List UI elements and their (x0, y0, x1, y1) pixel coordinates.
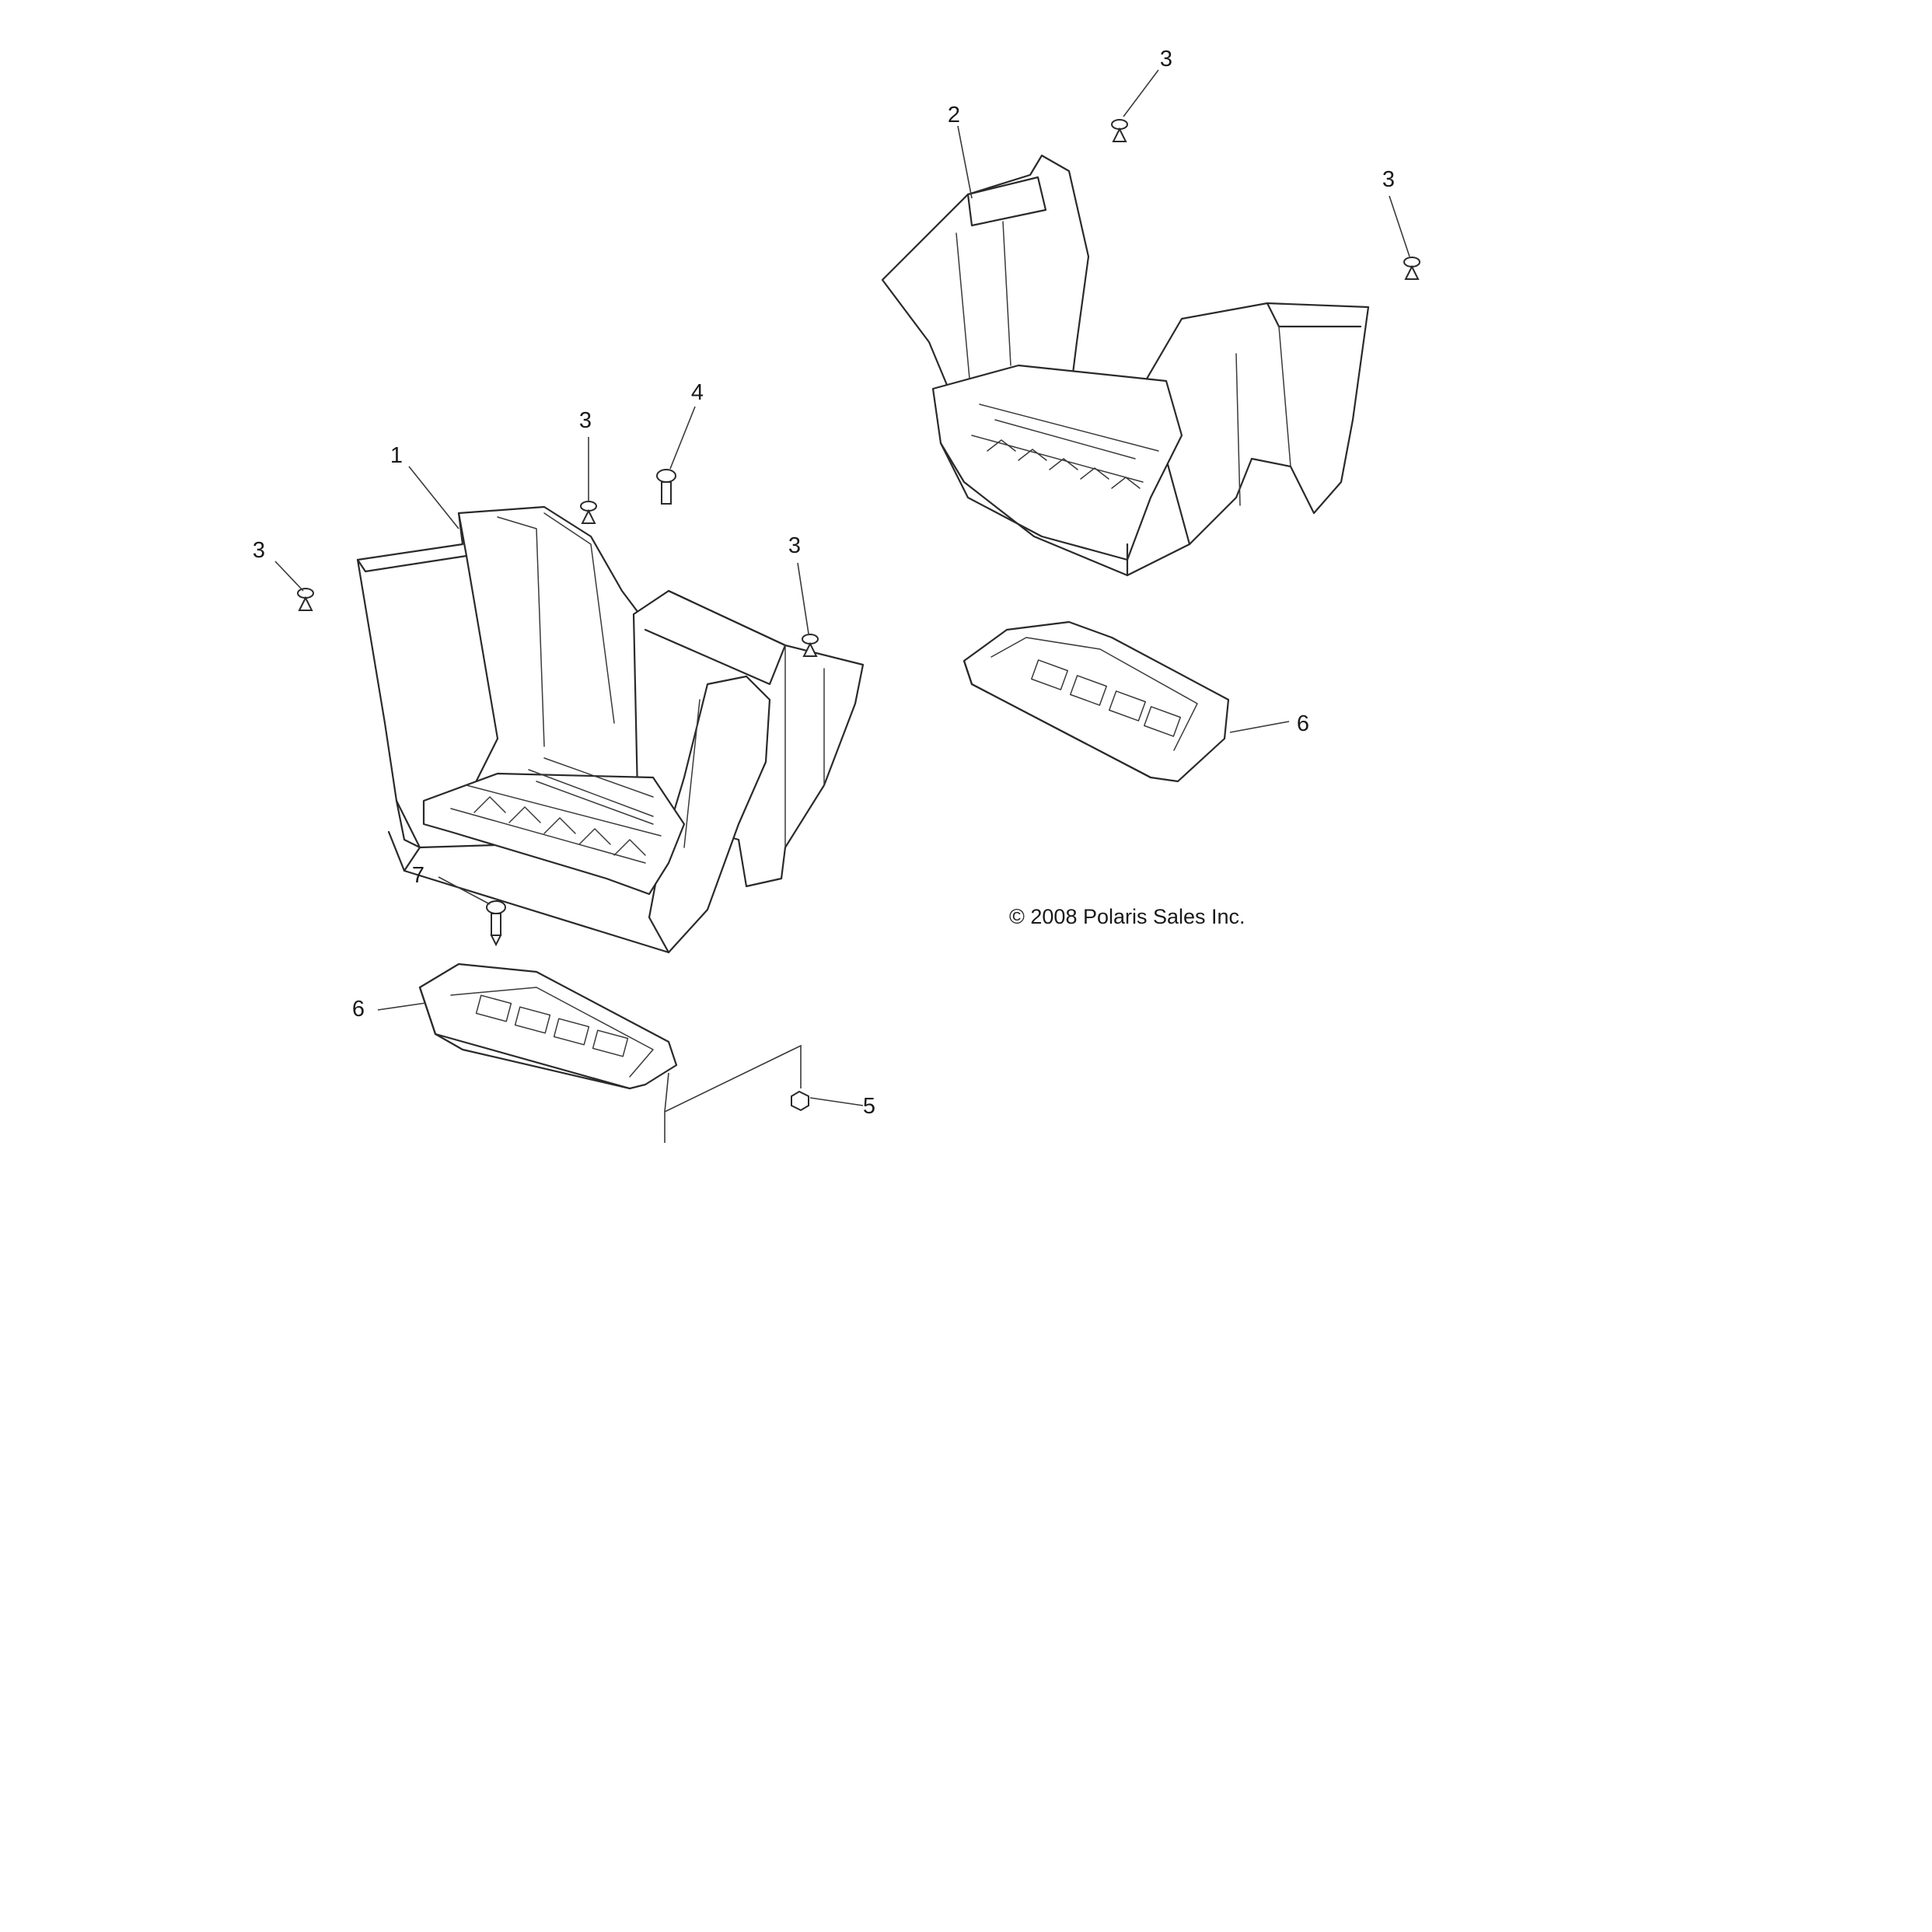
leader-lines (274, 69, 1410, 1143)
tread-pattern-left (473, 757, 654, 856)
bolt-fastener-4 (656, 469, 676, 505)
callout-7: 7 (412, 863, 424, 888)
callout-6: 6 (1297, 711, 1309, 736)
callout-1: 1 (390, 443, 403, 468)
nut-fastener-5 (791, 1090, 809, 1112)
push-rivet-fastener-3 (1111, 119, 1128, 142)
footwell-left-part-1 (356, 505, 865, 954)
callout-3: 3 (253, 538, 265, 563)
callout-5: 5 (863, 1094, 875, 1119)
tread-pattern-right (987, 419, 1141, 489)
footwell-right-part-2 (881, 154, 1370, 577)
bolt-fastener-7 (486, 900, 506, 947)
push-rivet-fastener-3 (1403, 257, 1420, 280)
push-rivet-fastener-3 (297, 588, 314, 611)
footrest-pad-right-part-6 (963, 620, 1230, 783)
push-rivet-fastener-3 (580, 501, 597, 524)
callout-3: 3 (788, 533, 801, 558)
copyright-notice: © 2008 Polaris Sales Inc. (1009, 905, 1245, 928)
callout-3: 3 (1382, 167, 1395, 192)
callout-2: 2 (948, 103, 960, 128)
footrest-pad-left-part-6 (418, 963, 678, 1090)
callout-3: 3 (579, 408, 592, 433)
callout-3: 3 (1160, 47, 1172, 72)
callout-4: 4 (691, 380, 704, 405)
callout-6: 6 (352, 997, 365, 1022)
push-rivet-fastener-3 (802, 634, 819, 657)
